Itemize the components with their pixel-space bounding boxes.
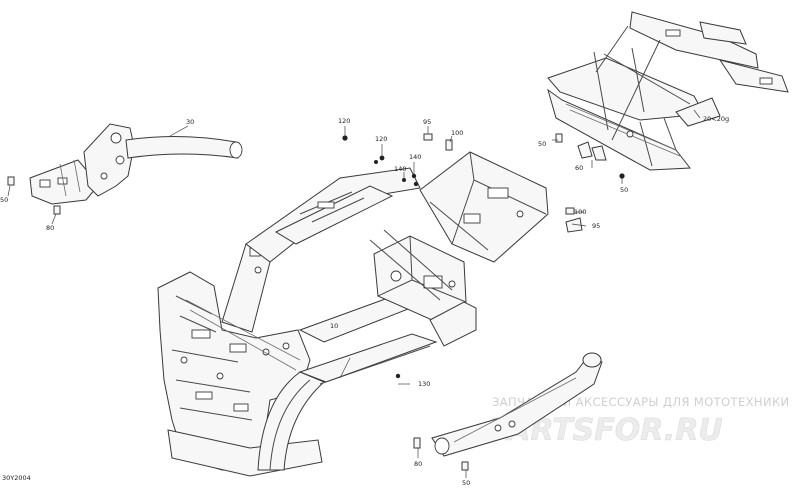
rear-subframe[interactable] — [547, 11, 789, 171]
callout-bolt-50-rear-a[interactable]: 50 — [538, 140, 546, 148]
callout-nut-b1[interactable]: 140 — [409, 153, 421, 161]
callout-front-tube[interactable]: 30 — [186, 118, 194, 126]
callout-bolt-50-bottom[interactable]: 50 — [462, 479, 470, 487]
callout-bolt-100-right[interactable]: 100 — [574, 208, 586, 216]
callouts: 10 30 20<20g 120 120 140 140 95 95 100 1… — [0, 115, 729, 487]
callout-bolt-100-top[interactable]: 100 — [451, 129, 463, 137]
callout-clip-95-right[interactable]: 95 — [592, 222, 600, 230]
callout-bolt-80-left[interactable]: 80 — [46, 224, 54, 232]
callout-clip-95-top[interactable]: 95 — [423, 118, 431, 126]
callout-nut-130[interactable]: 130 — [418, 380, 430, 388]
callout-rear-subframe[interactable]: 20<20g — [703, 115, 729, 123]
callout-bolt-80-bottom[interactable]: 80 — [414, 460, 422, 468]
nut-icon — [342, 135, 348, 141]
diagram-id: 30Y2004 — [2, 474, 31, 482]
callout-nut-a2[interactable]: 120 — [375, 135, 387, 143]
callout-nut-a1[interactable]: 120 — [338, 117, 350, 125]
callout-bolt-50-rear-b[interactable]: 50 — [620, 186, 628, 194]
watermark: ЗАПЧАСТИ И АКСЕССУАРЫ ДЛЯ МОТОТЕХНИКИ PA… — [488, 395, 789, 448]
bottom-tube-assembly[interactable] — [431, 352, 603, 457]
hardware — [7, 133, 625, 471]
callout-bolt-60-rear[interactable]: 60 — [575, 164, 583, 172]
callout-nut-b2[interactable]: 140 — [394, 165, 406, 173]
main-frame[interactable] — [157, 151, 549, 477]
watermark-brand: PARTSFOR.RU — [488, 413, 723, 448]
callout-bolt-50-left[interactable]: 50 — [0, 196, 8, 204]
leader-lines — [7, 109, 701, 478]
front-tube-assembly[interactable] — [29, 123, 243, 205]
callout-frame[interactable]: 10 — [330, 322, 338, 330]
